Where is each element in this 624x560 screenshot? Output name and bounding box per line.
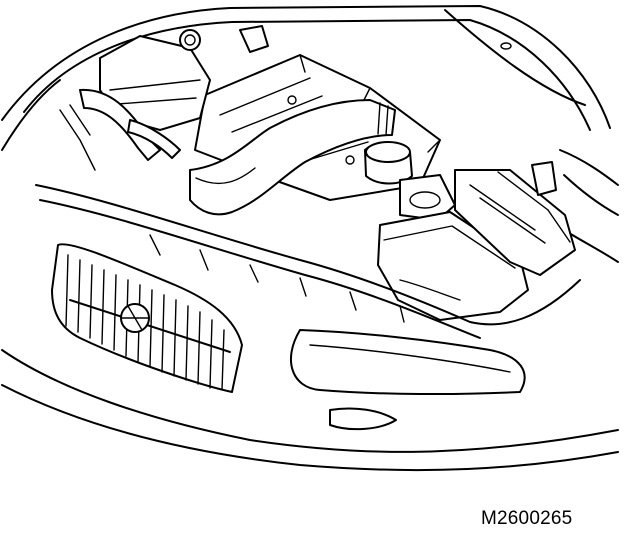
left-hoses (59, 88, 181, 171)
intake-hose (189, 99, 396, 216)
coolant-reservoir (99, 25, 269, 131)
front-bumper (1, 349, 619, 472)
radiator-support (35, 184, 581, 339)
throttle-body (364, 141, 456, 221)
open-hood (1, 5, 619, 186)
fuse-box (454, 161, 576, 276)
headlamp (290, 329, 526, 396)
figure-code-label: M2600265 (481, 508, 573, 529)
brand-emblem (120, 303, 150, 333)
